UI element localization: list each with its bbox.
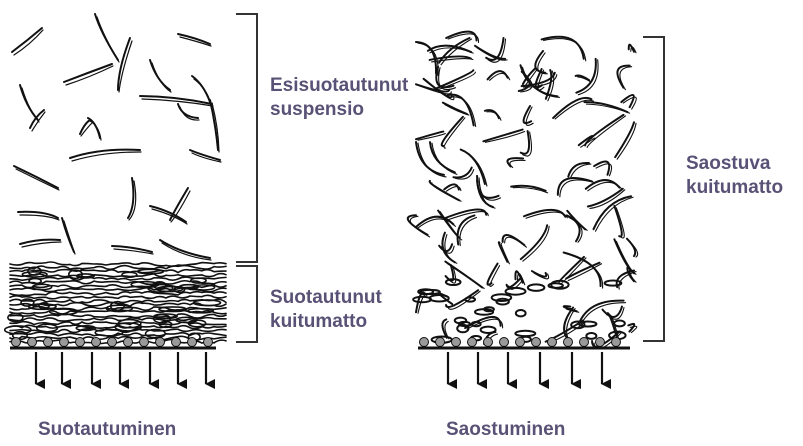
suspension-label-line1: Esisuotautunut: [270, 74, 408, 98]
network-bracket: [643, 37, 664, 341]
mat-bracket: [236, 266, 257, 342]
left-caption: Suotautuminen: [38, 418, 176, 442]
flocculating-fibre-network: [408, 32, 638, 349]
filtered-mat-label-line1: Suotautunut: [270, 286, 382, 310]
right-caption: Saostuminen: [446, 418, 565, 442]
left-drainage-arrows: [36, 352, 206, 384]
flocculating-mat-label-line2: kuitumatto: [686, 176, 783, 200]
suspension-bracket: [236, 14, 257, 262]
suspension-label-line2: suspensio: [270, 98, 408, 122]
flocculating-mat-label: Saostuva kuitumatto: [686, 152, 783, 200]
right-drainage-arrows: [448, 352, 602, 384]
filtered-mat-label: Suotautunut kuitumatto: [270, 286, 382, 334]
filtered-fibre-mat: [5, 262, 226, 344]
filtered-mat-label-line2: kuitumatto: [270, 310, 382, 334]
suspension-label: Esisuotautunut suspensio: [270, 74, 408, 122]
suspended-fibres: [12, 14, 221, 260]
flocculating-mat-label-line1: Saostuva: [686, 152, 783, 176]
